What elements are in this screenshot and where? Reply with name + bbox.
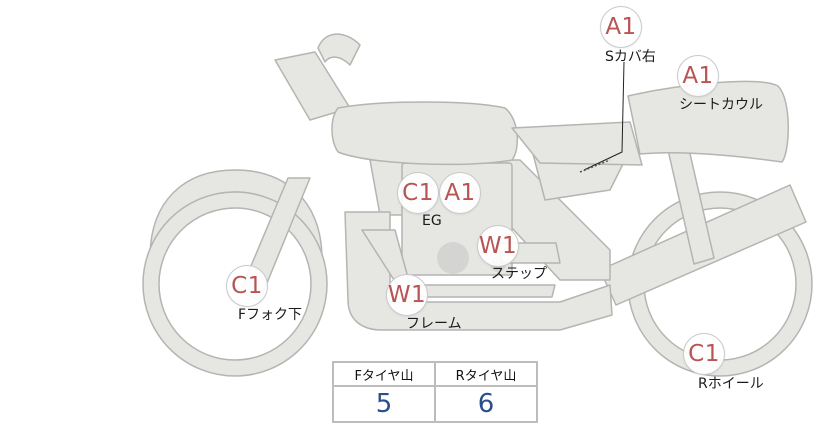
grade-marker-step: W1 bbox=[477, 225, 519, 267]
grade-marker-s-cover-right: A1 bbox=[600, 6, 642, 48]
grade-marker-frame: W1 bbox=[386, 274, 428, 316]
part-label-frame: フレーム bbox=[406, 316, 462, 332]
grade-marker-seat-cowl: A1 bbox=[677, 55, 719, 97]
handlebar-shape bbox=[317, 33, 361, 66]
value-front-tire-tread: 5 bbox=[332, 385, 436, 423]
grade-marker-rear-wheel: C1 bbox=[683, 333, 725, 375]
part-label-rear-wheel: Rホイール bbox=[698, 376, 764, 392]
exhaust-lower-shape bbox=[344, 211, 613, 331]
part-label-step: ステップ bbox=[491, 266, 547, 282]
part-label-front-fork-lower: Fフォク下 bbox=[238, 307, 303, 323]
tire-tread-table: Fタイヤ山 Rタイヤ山 5 6 bbox=[332, 361, 538, 423]
part-label-seat-cowl: シートカウル bbox=[679, 97, 763, 113]
part-label-s-cover-right: Sカバ右 bbox=[605, 49, 656, 65]
grade-marker-engine-a: A1 bbox=[439, 172, 481, 214]
fuel-tank-shape bbox=[331, 101, 519, 166]
grade-marker-front-fork-lower: C1 bbox=[226, 265, 268, 307]
part-label-engine: EG bbox=[422, 213, 442, 229]
seat-shape bbox=[511, 121, 643, 166]
value-rear-tire-tread: 6 bbox=[434, 385, 538, 423]
header-rear-tire-tread: Rタイヤ山 bbox=[434, 361, 538, 387]
leader-line bbox=[583, 61, 625, 171]
grade-marker-engine-c: C1 bbox=[397, 172, 439, 214]
header-front-tire-tread: Fタイヤ山 bbox=[332, 361, 436, 387]
